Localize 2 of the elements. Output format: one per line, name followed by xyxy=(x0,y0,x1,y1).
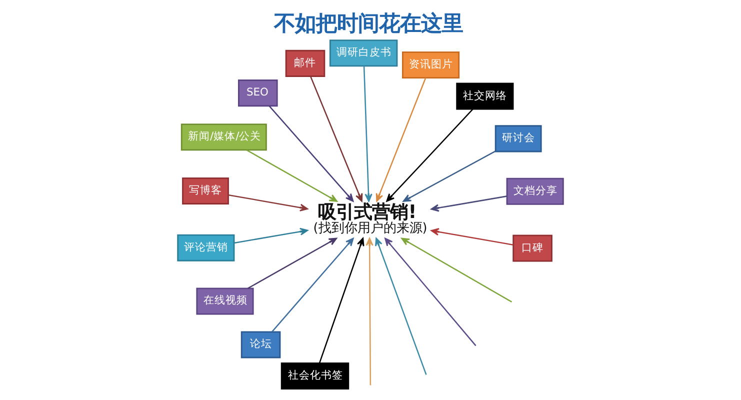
diagram-title: 不如把时间花在这里 xyxy=(274,11,464,36)
node-text: 吸引式营销! (找到你用户的来源) xyxy=(313,202,428,236)
